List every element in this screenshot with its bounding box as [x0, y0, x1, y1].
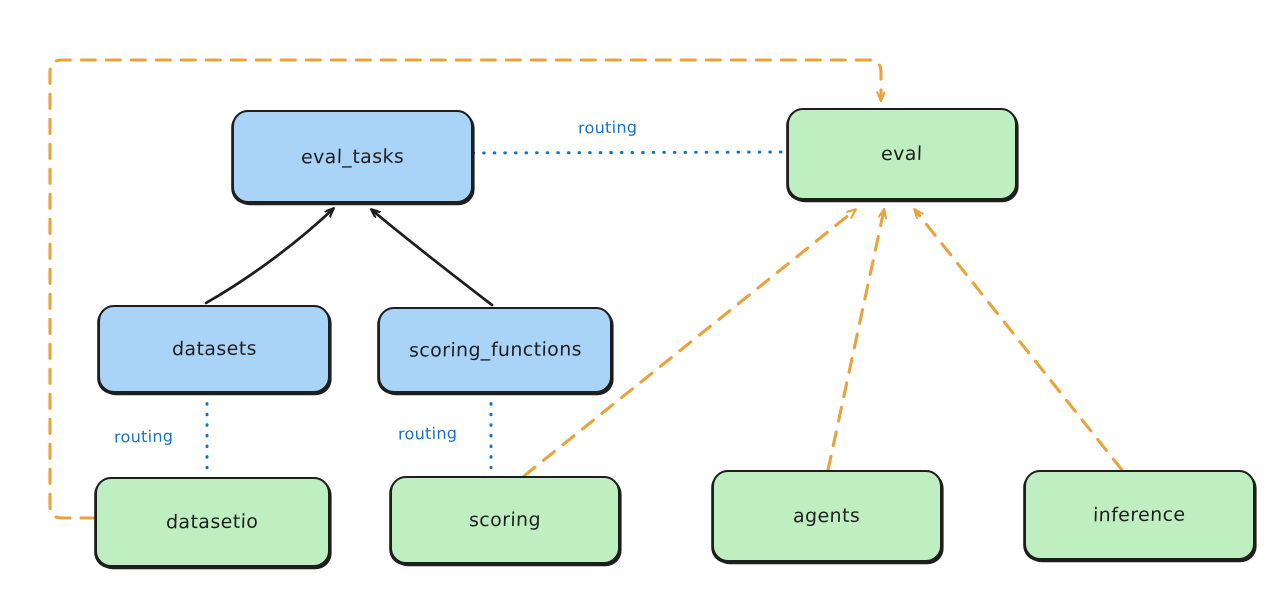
node-eval[interactable]: eval — [787, 108, 1017, 200]
edge-label-routing-datasets-datasetio: routing — [113, 426, 174, 447]
edge-eval-tasks-to-eval-routing — [471, 150, 789, 155]
edge-label-routing-eval-tasks-eval: routing — [577, 117, 638, 138]
node-agents[interactable]: agents — [712, 470, 942, 562]
edge-scoring-functions-to-eval-tasks — [372, 210, 494, 307]
edge-label-routing-scoring-functions-scoring: routing — [397, 423, 458, 444]
node-label: scoring_functions — [408, 338, 582, 362]
node-label: inference — [1092, 503, 1187, 527]
node-datasetio[interactable]: datasetio — [95, 477, 330, 567]
edge-scoring-to-eval — [522, 210, 855, 478]
edge-datasets-to-eval-tasks — [204, 209, 333, 305]
node-scoring[interactable]: scoring — [390, 476, 620, 564]
node-scoring-functions[interactable]: scoring_functions — [378, 307, 612, 393]
node-eval-tasks[interactable]: eval_tasks — [232, 110, 473, 203]
edge-agents-to-eval — [826, 210, 884, 472]
node-label: eval — [880, 142, 924, 166]
node-label: datasets — [171, 337, 257, 361]
node-label: agents — [793, 504, 861, 528]
node-datasets[interactable]: datasets — [98, 305, 330, 393]
edge-inference-to-eval — [915, 210, 1124, 472]
node-inference[interactable]: inference — [1024, 470, 1255, 560]
node-label: scoring — [468, 508, 542, 532]
node-label: eval_tasks — [300, 145, 405, 168]
node-label: datasetio — [166, 510, 259, 534]
